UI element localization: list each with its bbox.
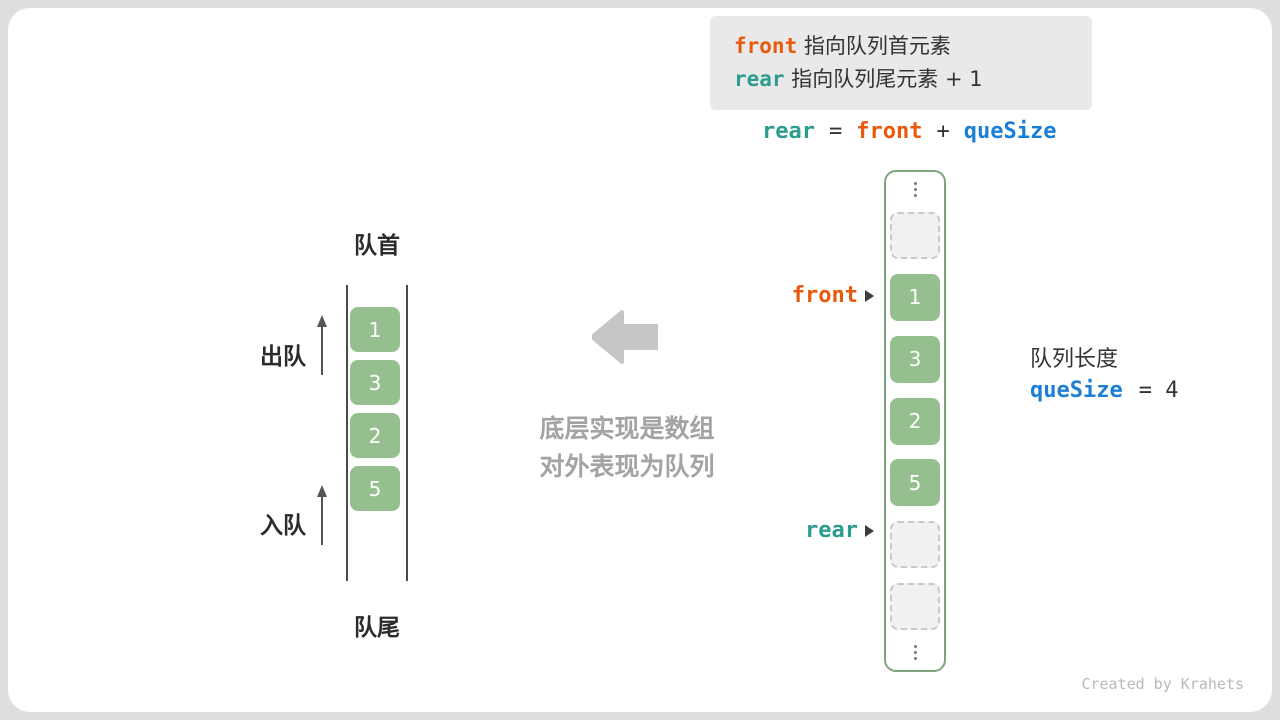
enqueue-arrow-icon xyxy=(317,485,327,545)
queue-head-label: 队首 xyxy=(354,233,400,259)
ellipsis-top-icon xyxy=(913,182,917,197)
transform-arrow-icon xyxy=(592,310,658,364)
rear-pointer-label: rear xyxy=(805,518,858,543)
front-description: 指向队列首元素 xyxy=(803,34,951,58)
ellipsis-bottom-icon xyxy=(913,645,917,660)
queue-cell: 1 xyxy=(350,307,400,352)
legend-line-front: front 指向队列首元素 xyxy=(734,30,1082,63)
front-pointer: front xyxy=(762,283,874,308)
middle-caption-line1: 底层实现是数组 xyxy=(539,414,715,443)
enqueue-label: 入队 xyxy=(260,513,306,539)
array-cell xyxy=(890,521,940,569)
array-cell: 3 xyxy=(890,335,940,383)
legend-line-rear: rear 指向队列尾元素 + 1 xyxy=(734,63,1082,96)
dequeue-arrow-icon xyxy=(317,315,327,375)
credit-text: Created by Krahets xyxy=(1081,675,1244,693)
rear-pointer: rear xyxy=(762,518,874,543)
front-pointer-arrow-icon xyxy=(865,289,874,302)
rear-pointer-arrow-icon xyxy=(865,524,874,537)
formula-front: front xyxy=(856,119,923,144)
queue-cell: 3 xyxy=(350,360,400,405)
diagram-card xyxy=(8,8,1272,712)
middle-caption: 底层实现是数组 对外表现为队列 xyxy=(498,410,756,486)
queue-tail-label: 队尾 xyxy=(354,615,400,641)
formula: rear = front + queSize xyxy=(762,119,1056,144)
array-cell: 5 xyxy=(890,459,940,507)
queue-cell: 5 xyxy=(350,466,400,511)
array-cell xyxy=(890,211,940,259)
quesize-value: = 4 xyxy=(1138,378,1179,403)
queue-rail-left xyxy=(346,285,348,581)
formula-quesize: queSize xyxy=(963,119,1057,144)
legend-box: front 指向队列首元素 rear 指向队列尾元素 + 1 xyxy=(710,16,1092,110)
dequeue-label: 出队 xyxy=(260,344,306,370)
array-cell: 2 xyxy=(890,397,940,445)
array-cell: 1 xyxy=(890,273,940,321)
rear-keyword: rear xyxy=(734,67,785,91)
quesize-label: queSize xyxy=(1030,378,1123,403)
front-keyword: front xyxy=(734,34,798,58)
queue-cell: 2 xyxy=(350,413,400,458)
queue-length-label: 队列长度 xyxy=(1030,347,1119,372)
array-cell xyxy=(890,583,940,631)
front-pointer-label: front xyxy=(791,283,858,308)
array-container: 1 3 2 5 xyxy=(884,170,946,672)
formula-rear: rear xyxy=(762,119,815,144)
formula-plus: + xyxy=(936,119,950,144)
queue-rail-right xyxy=(406,285,408,581)
queue-length-value-row: queSize = 4 xyxy=(1030,378,1178,403)
middle-caption-line2: 对外表现为队列 xyxy=(539,452,715,481)
rear-description: 指向队列尾元素 + 1 xyxy=(791,67,983,91)
formula-equals: = xyxy=(828,119,843,144)
